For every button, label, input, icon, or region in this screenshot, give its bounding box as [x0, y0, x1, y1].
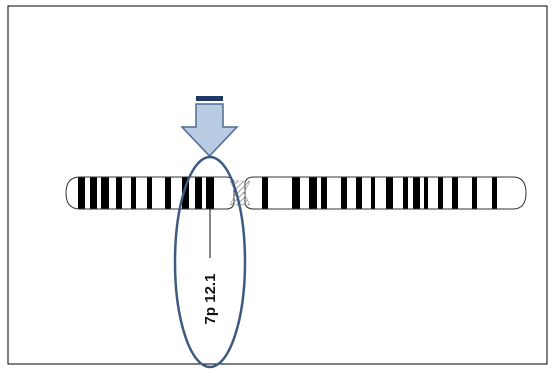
- q-arm-band-7: [371, 177, 375, 209]
- arrow-body: [180, 103, 239, 158]
- p-arm-band-5: [131, 177, 136, 209]
- q-arm-band-12: [438, 177, 443, 209]
- p-arm-band-8: [182, 177, 189, 209]
- p-arm-band-7: [165, 177, 171, 209]
- q-arm-band-6: [356, 177, 362, 209]
- chromosome-p-arm-bands: [78, 177, 214, 209]
- p-arm-band-2: [90, 177, 97, 209]
- down-arrow-icon: [180, 96, 239, 158]
- q-arm-band-9: [403, 177, 408, 209]
- q-arm-band-11: [424, 177, 428, 209]
- p-arm-band-9: [195, 177, 202, 209]
- q-arm-band-1: [262, 177, 268, 209]
- band-label: 7p 12.1: [202, 274, 219, 325]
- q-arm-band-14: [472, 177, 477, 209]
- p-arm-band-1: [78, 177, 85, 209]
- q-arm-band-8: [386, 177, 393, 209]
- chromosome-q-arm-bands: [262, 177, 497, 209]
- chromosome-q-arm: [244, 176, 527, 210]
- p-arm-band-4: [116, 177, 122, 209]
- p-arm-band-10: [206, 177, 214, 209]
- highlight-ellipse: [173, 155, 247, 369]
- q-arm-band-15: [492, 177, 497, 209]
- figure-frame: [7, 5, 548, 365]
- q-arm-band-2: [292, 177, 300, 209]
- q-arm-band-13: [452, 177, 458, 209]
- q-arm-band-4: [321, 177, 327, 209]
- p-arm-band-6: [147, 177, 152, 209]
- q-arm-band-10: [413, 177, 420, 209]
- q-arm-band-5: [341, 177, 347, 209]
- p-arm-band-3: [101, 177, 109, 209]
- q-arm-band-3: [309, 177, 317, 209]
